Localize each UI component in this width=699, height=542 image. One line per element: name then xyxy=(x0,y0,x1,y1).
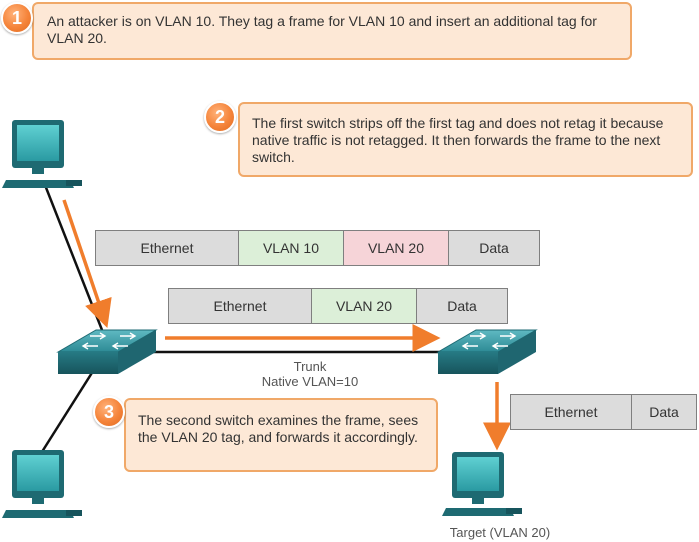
frame-field-vlan20: VLAN 20 xyxy=(311,288,417,324)
native-vlan-label: Native VLAN=10 xyxy=(261,374,359,389)
callout-3-text: The second switch examines the frame, se… xyxy=(138,412,419,445)
link-attacker-switch1 xyxy=(43,184,104,331)
callout-2-text: The first switch strips off the first ta… xyxy=(252,115,664,165)
frame-field-data: Data xyxy=(631,394,697,430)
arrow-attacker-to-switch1 xyxy=(62,199,112,328)
step-2-number: 2 xyxy=(214,106,225,127)
switch-2-icon xyxy=(436,329,538,374)
step-3-badge: 3 xyxy=(93,396,125,428)
frame-field-ethernet: Ethernet xyxy=(95,230,239,266)
link-switch1-pc-bottom xyxy=(38,367,97,456)
frame-field-data: Data xyxy=(448,230,540,266)
callout-1: An attacker is on VLAN 10. They tag a fr… xyxy=(32,2,632,60)
callout-1-text: An attacker is on VLAN 10. They tag a fr… xyxy=(47,13,597,46)
target-label: Target (VLAN 20) xyxy=(449,525,551,540)
trunk-label: Trunk xyxy=(293,359,327,374)
target-pc-icon xyxy=(442,452,522,516)
untagged-frame: Ethernet Data xyxy=(510,394,697,430)
frame-field-ethernet: Ethernet xyxy=(510,394,632,430)
callout-2: The first switch strips off the first ta… xyxy=(238,102,693,177)
step-2-badge: 2 xyxy=(204,101,236,133)
callout-3: The second switch examines the frame, se… xyxy=(124,398,438,472)
single-tagged-frame: Ethernet VLAN 20 Data xyxy=(168,288,508,324)
step-1-number: 1 xyxy=(11,7,22,28)
switch-1-icon xyxy=(56,329,158,374)
frame-field-vlan10: VLAN 10 xyxy=(238,230,344,266)
step-1-badge: 1 xyxy=(1,2,33,34)
frame-field-data: Data xyxy=(416,288,508,324)
double-tagged-frame: Ethernet VLAN 10 VLAN 20 Data xyxy=(95,230,540,266)
pc-bottom-left-icon xyxy=(2,450,82,518)
step-3-number: 3 xyxy=(103,401,114,422)
frame-field-ethernet: Ethernet xyxy=(168,288,312,324)
frame-field-vlan20: VLAN 20 xyxy=(343,230,449,266)
attacker-pc-icon xyxy=(2,120,82,188)
